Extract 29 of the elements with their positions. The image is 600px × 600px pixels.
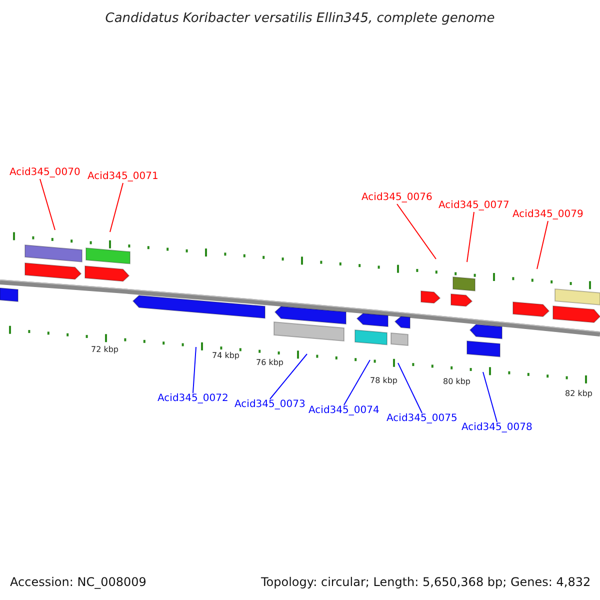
- leader-line: [396, 204, 436, 260]
- gene-label: Acid345_0079: [512, 210, 584, 220]
- gene-label: Acid345_0073: [234, 400, 306, 410]
- leader-line: [536, 220, 548, 270]
- leader-line: [482, 372, 498, 422]
- gene-label: Acid345_0070: [10, 168, 80, 178]
- leader-line: [270, 354, 308, 400]
- axis-label: 82 kbp: [565, 390, 593, 398]
- title: Candidatus Koribacter versatilis Ellin345, complete genome: [104, 12, 496, 25]
- leader-line: [192, 346, 196, 394]
- axis-label: 80 kbp: [443, 378, 471, 386]
- axis-label: 76 kbp: [256, 359, 284, 367]
- leader-line: [110, 182, 124, 232]
- leader-line: [40, 178, 56, 230]
- gene-label: Acid345_0078: [462, 423, 532, 433]
- axis-label: 72 kbp: [91, 346, 119, 354]
- accession-text: Accession: NC_008009: [10, 576, 146, 588]
- leader-line: [466, 212, 474, 262]
- gene-label: Acid345_0075: [386, 414, 458, 424]
- gene-label: Acid345_0077: [438, 201, 510, 211]
- leader-line: [398, 362, 422, 414]
- gene-label: Acid345_0074: [308, 406, 380, 416]
- axis-label: 74 kbp: [212, 352, 240, 360]
- leader-line: [344, 360, 370, 406]
- genome-summary-text: Topology: circular; Length: 5,650,368 bp; Genes: 4,832: [261, 576, 591, 588]
- gene-label: Acid345_0076: [362, 193, 432, 203]
- gene-label: Acid345_0072: [158, 394, 228, 404]
- axis-label: 78 kbp: [370, 377, 398, 385]
- gene-label: Acid345_0071: [88, 172, 158, 182]
